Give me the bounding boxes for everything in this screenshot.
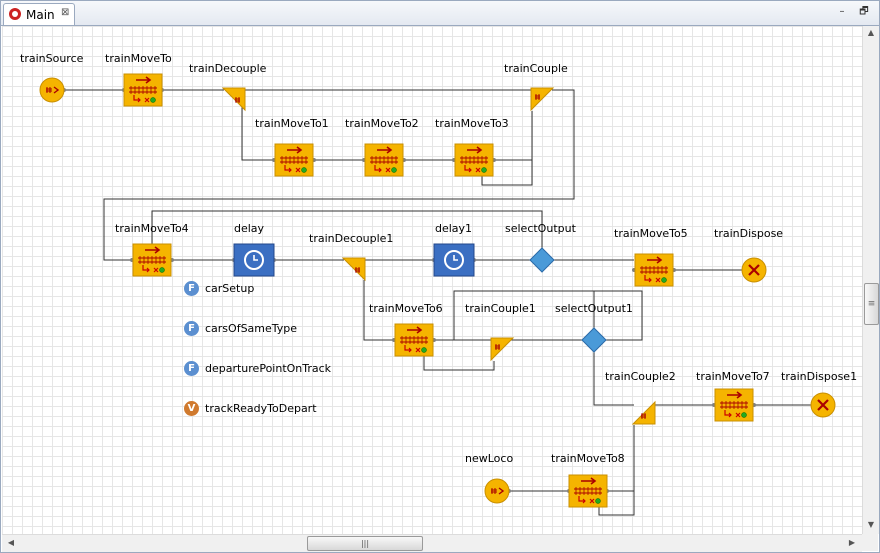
restore-icon[interactable]: 🗗 <box>859 6 869 17</box>
label-trainMoveTo8: trainMoveTo8 <box>551 452 625 465</box>
function-icon: F <box>184 281 199 296</box>
trainMoveTo2-block <box>364 143 404 177</box>
variable-icon: V <box>184 401 199 416</box>
label-trainCouple1: trainCouple1 <box>465 302 536 315</box>
function-icon: F <box>184 361 199 376</box>
delay-block <box>233 243 275 277</box>
tab-bar: Main ⊠ – 🗗 <box>1 1 879 26</box>
trainCouple2-block <box>632 401 656 425</box>
function-icon: F <box>184 321 199 336</box>
trainDecouple-block <box>222 87 246 111</box>
label-trainMoveTo6: trainMoveTo6 <box>369 302 443 315</box>
trainSource-block <box>39 77 65 103</box>
variable-name: carSetup <box>205 282 255 295</box>
delay1-block <box>433 243 475 277</box>
model-canvas[interactable]: trainSource trainMoveTo trainDecouple tr… <box>2 26 862 534</box>
label-selectOutput1: selectOutput1 <box>555 302 633 315</box>
scroll-down-icon[interactable]: ▼ <box>867 520 875 529</box>
trainMoveTo8-block <box>568 474 608 508</box>
newLoco-block <box>484 478 510 504</box>
trainMoveTo6-block <box>394 323 434 357</box>
selectOutput1-block <box>581 327 607 353</box>
trainMoveTo3-block <box>454 143 494 177</box>
scroll-right-icon[interactable]: ▶ <box>848 538 856 547</box>
label-trainDecouple: trainDecouple <box>189 62 267 75</box>
flowchart <box>39 73 837 516</box>
scroll-corner <box>862 534 878 551</box>
vertical-scrollbar[interactable]: ▲ ≡ ▼ <box>862 26 879 534</box>
label-trainMoveTo1: trainMoveTo1 <box>255 117 329 130</box>
label-trainMoveTo3: trainMoveTo3 <box>435 117 509 130</box>
trainMoveTo5-block <box>634 253 674 287</box>
vertical-scroll-thumb[interactable]: ≡ <box>864 283 879 325</box>
trainDecouple1-block <box>342 257 366 281</box>
trainMoveTo4-block <box>132 243 172 277</box>
label-trainDecouple1: trainDecouple1 <box>309 232 394 245</box>
label-trainDispose1: trainDispose1 <box>781 370 858 383</box>
label-trainCouple2: trainCouple2 <box>605 370 676 383</box>
tab-title: Main <box>26 8 55 22</box>
selectOutput-block <box>529 247 555 273</box>
trainDispose-block <box>740 256 768 284</box>
label-selectOutput: selectOutput <box>505 222 576 235</box>
label-delay1: delay1 <box>435 222 473 235</box>
trainMoveTo-block <box>123 73 163 107</box>
port-dots <box>62 88 756 493</box>
tab-main[interactable]: Main ⊠ <box>3 3 75 25</box>
trainMoveTo1-block <box>274 143 314 177</box>
trainCouple-block <box>530 87 554 111</box>
label-trainMoveTo4: trainMoveTo4 <box>115 222 189 235</box>
grip-icon: ≡ <box>867 299 876 309</box>
label-trainSource: trainSource <box>20 52 84 65</box>
agent-icon <box>9 8 21 20</box>
variable-name: trackReadyToDepart <box>205 402 317 415</box>
trainMoveTo7-block <box>714 388 754 422</box>
trainDispose1-block <box>809 391 837 419</box>
label-delay: delay <box>234 222 265 235</box>
label-trainMoveTo5: trainMoveTo5 <box>614 227 688 240</box>
label-trainMoveTo: trainMoveTo <box>105 52 172 65</box>
horizontal-scroll-thumb[interactable]: ||| <box>307 536 423 551</box>
label-trainMoveTo7: trainMoveTo7 <box>696 370 770 383</box>
horizontal-scrollbar[interactable]: ◀ ||| ▶ <box>2 534 862 552</box>
variable-name: departurePointOnTrack <box>205 362 332 375</box>
label-newLoco: newLoco <box>465 452 514 465</box>
trainCouple1-block <box>490 337 514 361</box>
close-icon[interactable]: ⊠ <box>61 7 70 18</box>
scroll-up-icon[interactable]: ▲ <box>867 28 875 37</box>
variable-name: carsOfSameType <box>205 322 298 335</box>
minimize-icon[interactable]: – <box>839 6 845 17</box>
label-trainDispose: trainDispose <box>714 227 784 240</box>
label-trainMoveTo2: trainMoveTo2 <box>345 117 419 130</box>
label-trainCouple: trainCouple <box>504 62 568 75</box>
scroll-left-icon[interactable]: ◀ <box>7 538 15 547</box>
